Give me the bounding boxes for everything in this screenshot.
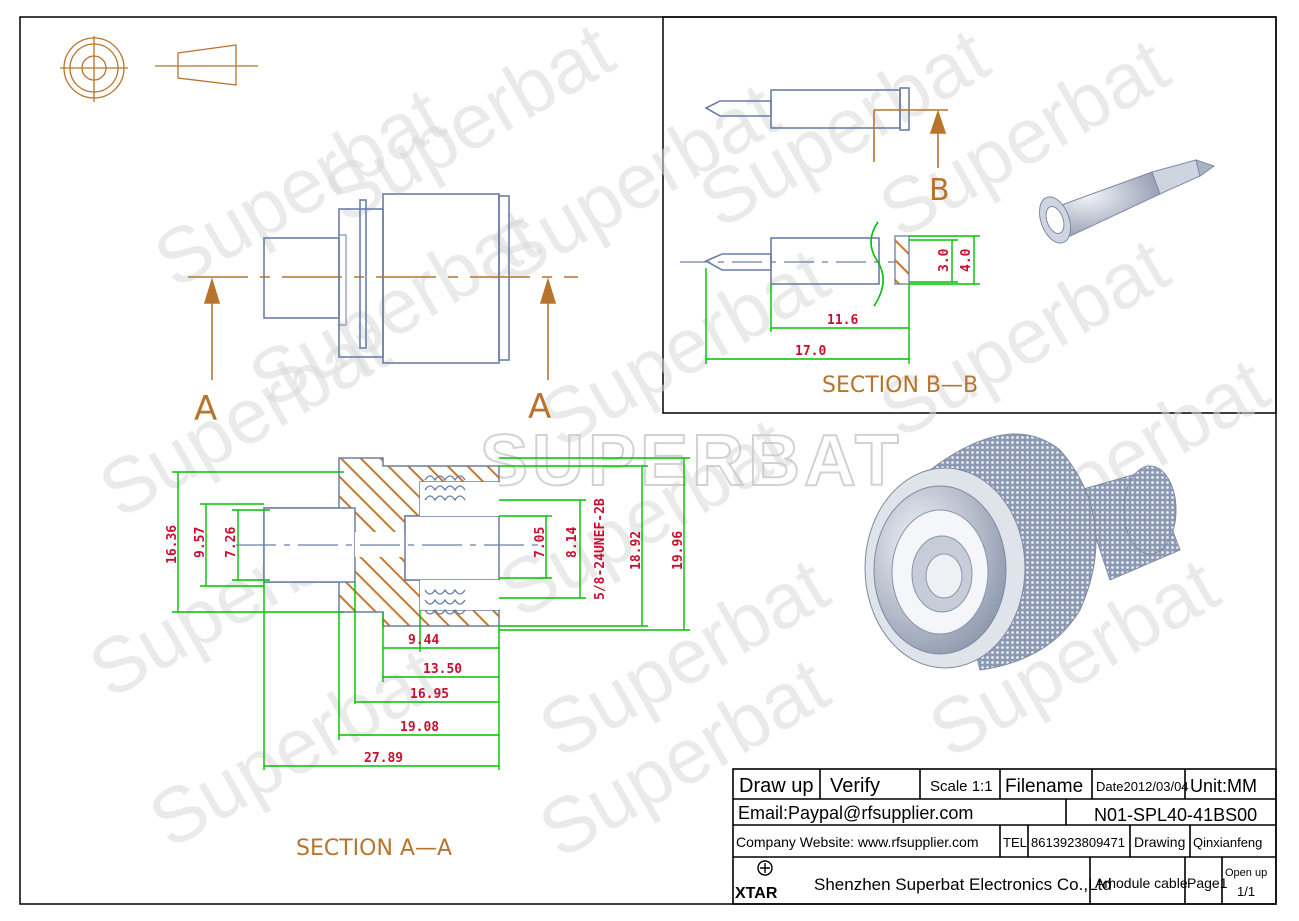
tb-scale: Scale 1:1 bbox=[930, 778, 993, 795]
tb-part-no: N01-SPL40-41BS00 bbox=[1094, 805, 1257, 825]
section-arrows-a bbox=[203, 277, 557, 380]
dim-19-96: 19.96 bbox=[671, 531, 686, 570]
xtar-logo-icon bbox=[757, 860, 773, 876]
dimension-lines-aa bbox=[172, 457, 690, 770]
tb-drawing: Drawing bbox=[1134, 834, 1185, 850]
dim-3-0: 3.0 bbox=[937, 248, 952, 272]
section-mark-a-left: A bbox=[194, 389, 217, 429]
dimension-text-bb: 3.0 4.0 11.6 17.0 bbox=[795, 248, 974, 359]
tb-company: Shenzhen Superbat Electronics Co.,Ltd bbox=[814, 875, 1112, 894]
dim-19-08: 19.08 bbox=[400, 720, 439, 735]
dim-4-0: 4.0 bbox=[959, 248, 974, 272]
section-mark-a-right: A bbox=[528, 387, 551, 427]
tb-logo: XTAR bbox=[735, 885, 778, 902]
section-aa-view bbox=[236, 457, 540, 627]
title-block-text: Draw up Verify Scale 1:1 Filename Date20… bbox=[735, 775, 1267, 902]
title-block bbox=[732, 768, 1277, 905]
tb-email: Email:Paypal@rfsupplier.com bbox=[738, 803, 973, 823]
tb-drawer: Qinxianfeng bbox=[1193, 835, 1262, 850]
projection-symbol-icon bbox=[60, 36, 258, 102]
pin-side-view bbox=[704, 87, 910, 131]
dim-11-6: 11.6 bbox=[827, 313, 858, 328]
dim-16-36: 16.36 bbox=[165, 525, 180, 564]
pin-3d-render bbox=[1038, 159, 1216, 244]
dim-7-26: 7.26 bbox=[224, 527, 239, 558]
tb-verify: Verify bbox=[830, 775, 880, 797]
tb-date: Date2012/03/04 bbox=[1096, 779, 1189, 794]
section-arrow-b bbox=[873, 109, 948, 168]
dim-7-05: 7.05 bbox=[533, 527, 548, 558]
tb-draw-up: Draw up bbox=[739, 775, 813, 797]
dim-8-14: 8.14 bbox=[565, 527, 580, 558]
pin-wall-hatch bbox=[894, 235, 910, 285]
dim-9-57: 9.57 bbox=[193, 527, 208, 558]
dim-9-44: 9.44 bbox=[408, 633, 439, 648]
dim-13-50: 13.50 bbox=[423, 662, 462, 677]
tb-tel: 8613923809471 bbox=[1031, 835, 1125, 850]
tb-filename: Filename bbox=[1005, 776, 1083, 797]
tb-module: Amodule cable bbox=[1095, 875, 1188, 891]
dimension-text-aa: 16.36 9.57 7.26 7.05 8.14 5/8-24UNEF-2B … bbox=[165, 498, 686, 766]
dim-17-0: 17.0 bbox=[795, 344, 826, 359]
drawing-frame bbox=[19, 16, 1277, 905]
dim-27-89: 27.89 bbox=[364, 751, 403, 766]
pin-section-view bbox=[680, 221, 900, 307]
watermark-big: SUPERBAT bbox=[480, 421, 903, 501]
tb-website: Company Website: www.rfsupplier.com bbox=[736, 834, 979, 850]
section-bb-label: SECTION B—B bbox=[822, 373, 978, 398]
dimension-lines-bb bbox=[705, 235, 980, 364]
connector-side-view bbox=[263, 193, 510, 364]
section-mark-b: B bbox=[929, 173, 950, 208]
section-aa-label: SECTION A—A bbox=[296, 836, 452, 861]
connector-3d-render bbox=[864, 433, 1181, 671]
tb-unit: Unit:MM bbox=[1190, 776, 1257, 796]
tb-open-up: Open up bbox=[1225, 867, 1267, 879]
dim-16-95: 16.95 bbox=[410, 687, 449, 702]
tb-tel-label: TEL bbox=[1003, 835, 1027, 850]
section-bb-frame bbox=[662, 16, 1277, 414]
dim-thread: 5/8-24UNEF-2B bbox=[593, 498, 608, 600]
tb-page: Page1 bbox=[1187, 875, 1228, 891]
tb-open-up-pages: 1/1 bbox=[1237, 884, 1255, 899]
dim-18-92: 18.92 bbox=[629, 531, 644, 570]
watermark-layer: Superbat Superbat Superbat Superbat Supe… bbox=[75, 5, 1283, 875]
